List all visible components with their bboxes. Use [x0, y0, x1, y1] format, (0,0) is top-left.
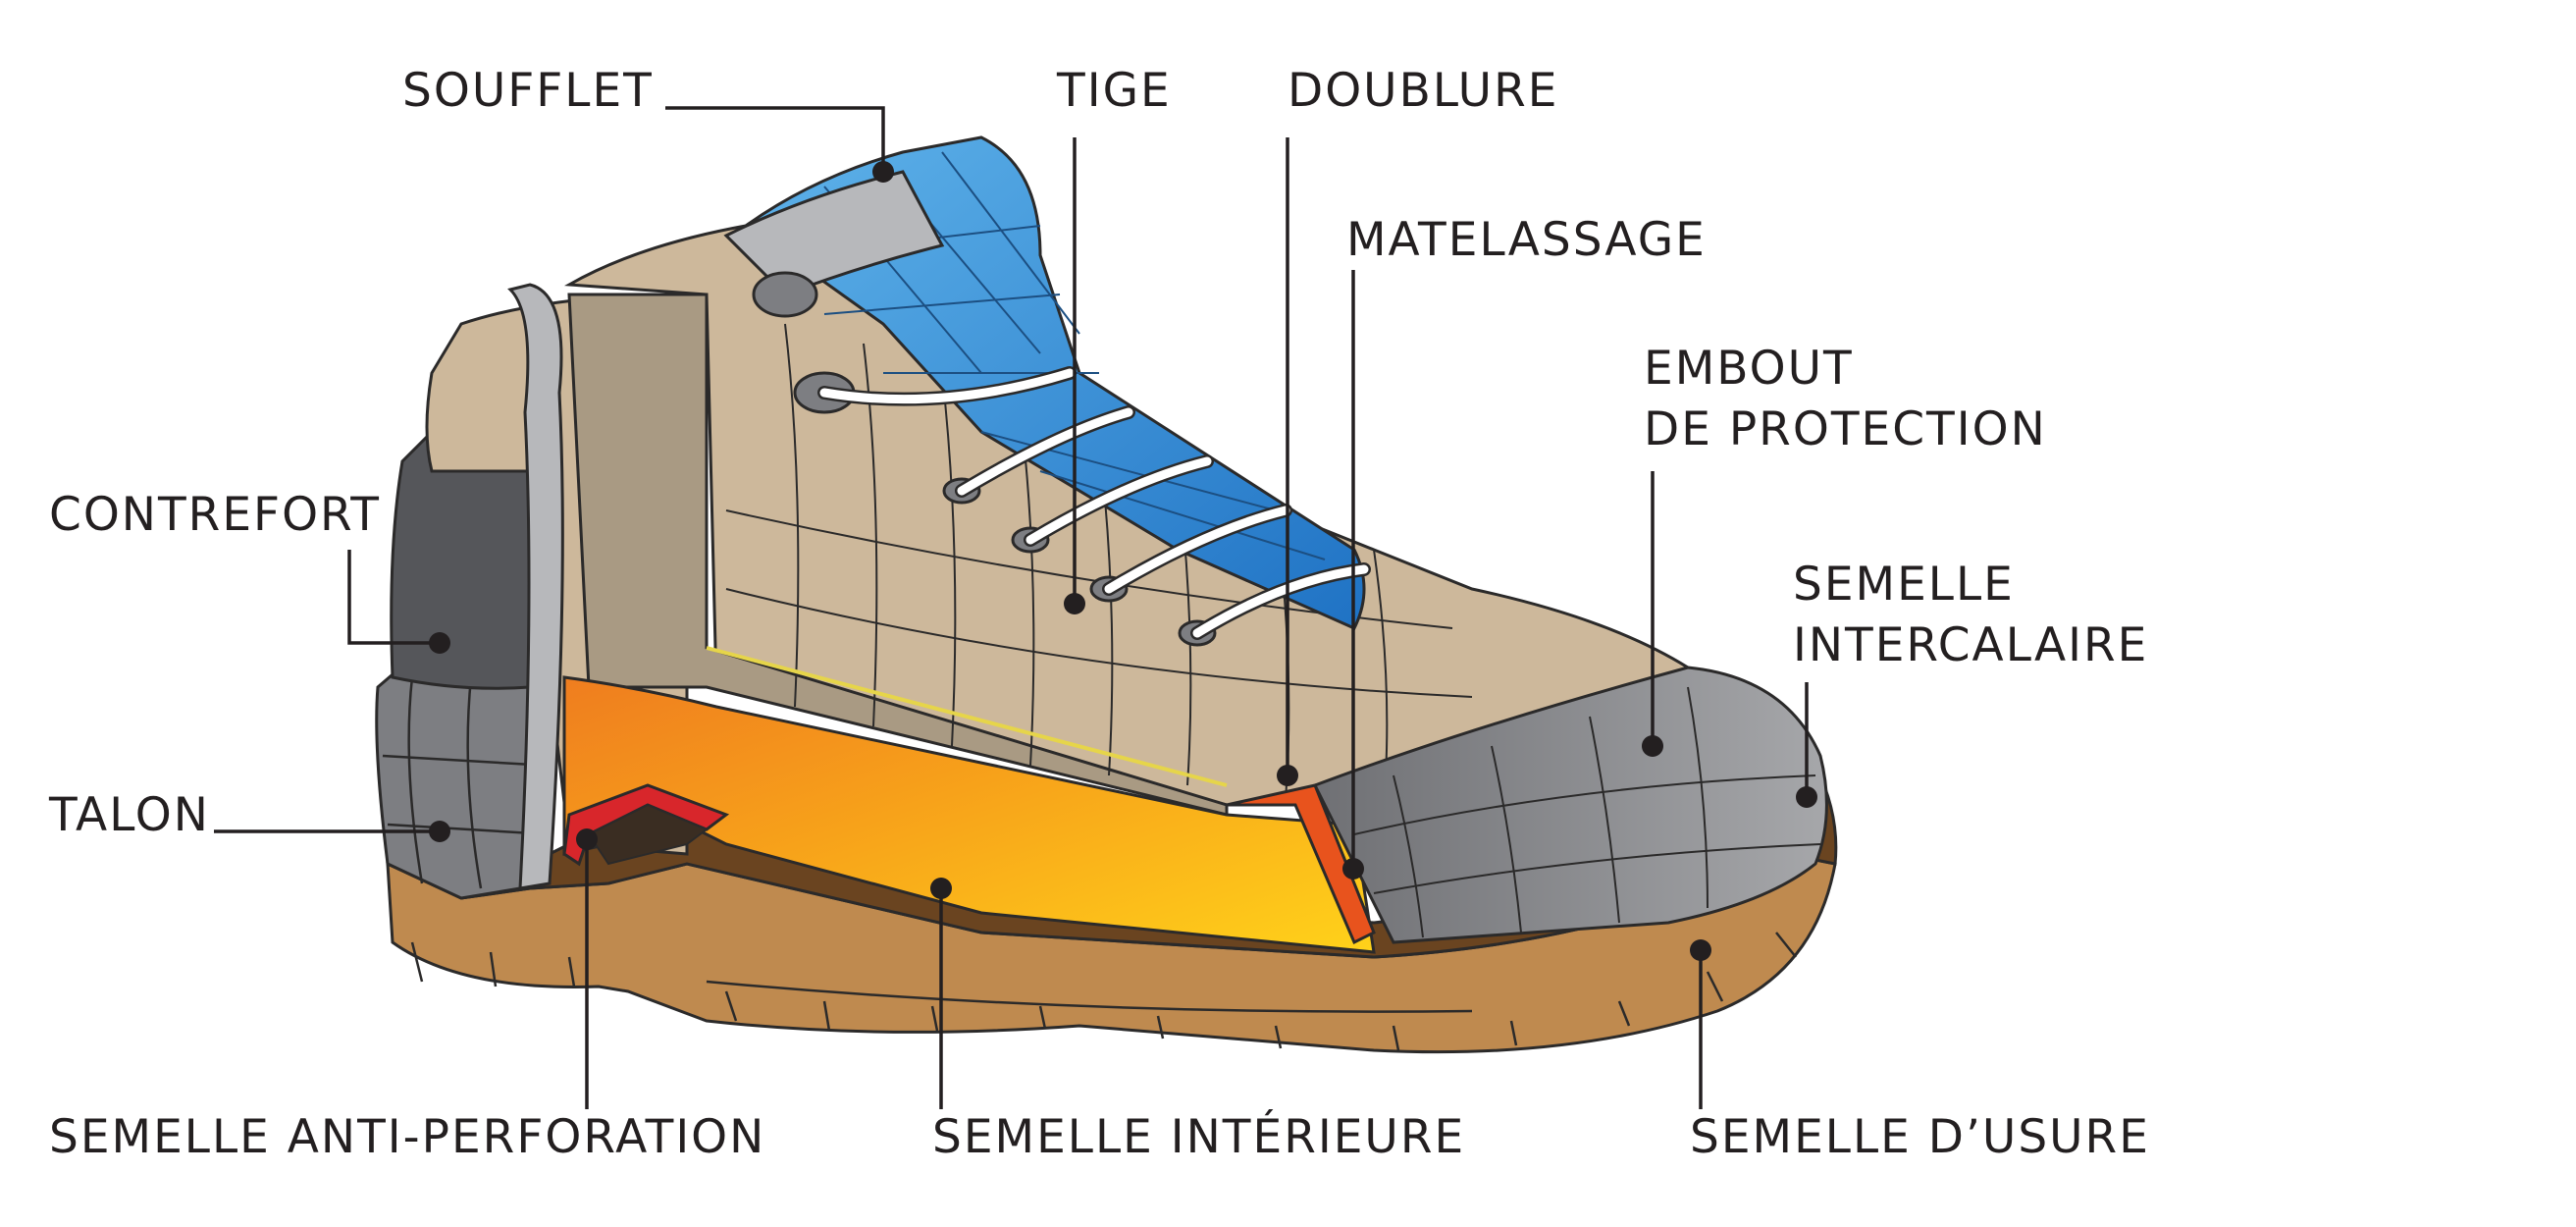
label-embout-line2: DE PROTECTION: [1644, 402, 2047, 456]
label-semelle-interieure: SEMELLE INTÉRIEURE: [932, 1110, 1466, 1164]
leader-contrefort: [347, 550, 440, 645]
label-contrefort: CONTREFORT: [49, 488, 382, 542]
outsole-lugs: [410, 932, 1797, 1051]
label-tige: TIGE: [1057, 64, 1172, 118]
label-semelle-intercalaire-line2: INTERCALAIRE: [1793, 618, 2149, 672]
label-matelassage: MATELASSAGE: [1346, 213, 1707, 267]
cut-strip-shape: [507, 283, 564, 890]
toe-cap-shape: [1312, 666, 1828, 944]
leader-soufflet: [665, 106, 885, 172]
label-doublure: DOUBLURE: [1288, 64, 1559, 118]
insole-shape: [562, 675, 1376, 954]
label-semelle-anti-perforation: SEMELLE ANTI-PERFORATION: [49, 1110, 766, 1164]
label-talon: TALON: [49, 788, 210, 842]
leader-dots: [429, 161, 1817, 961]
label-embout-line1: EMBOUT: [1644, 342, 1854, 396]
label-soufflet: SOUFFLET: [402, 64, 654, 118]
label-semelle-intercalaire-line1: SEMELLE: [1793, 558, 2015, 612]
leader-lines: [214, 106, 1809, 1109]
label-semelle-usure: SEMELLE D’USURE: [1690, 1110, 2150, 1164]
